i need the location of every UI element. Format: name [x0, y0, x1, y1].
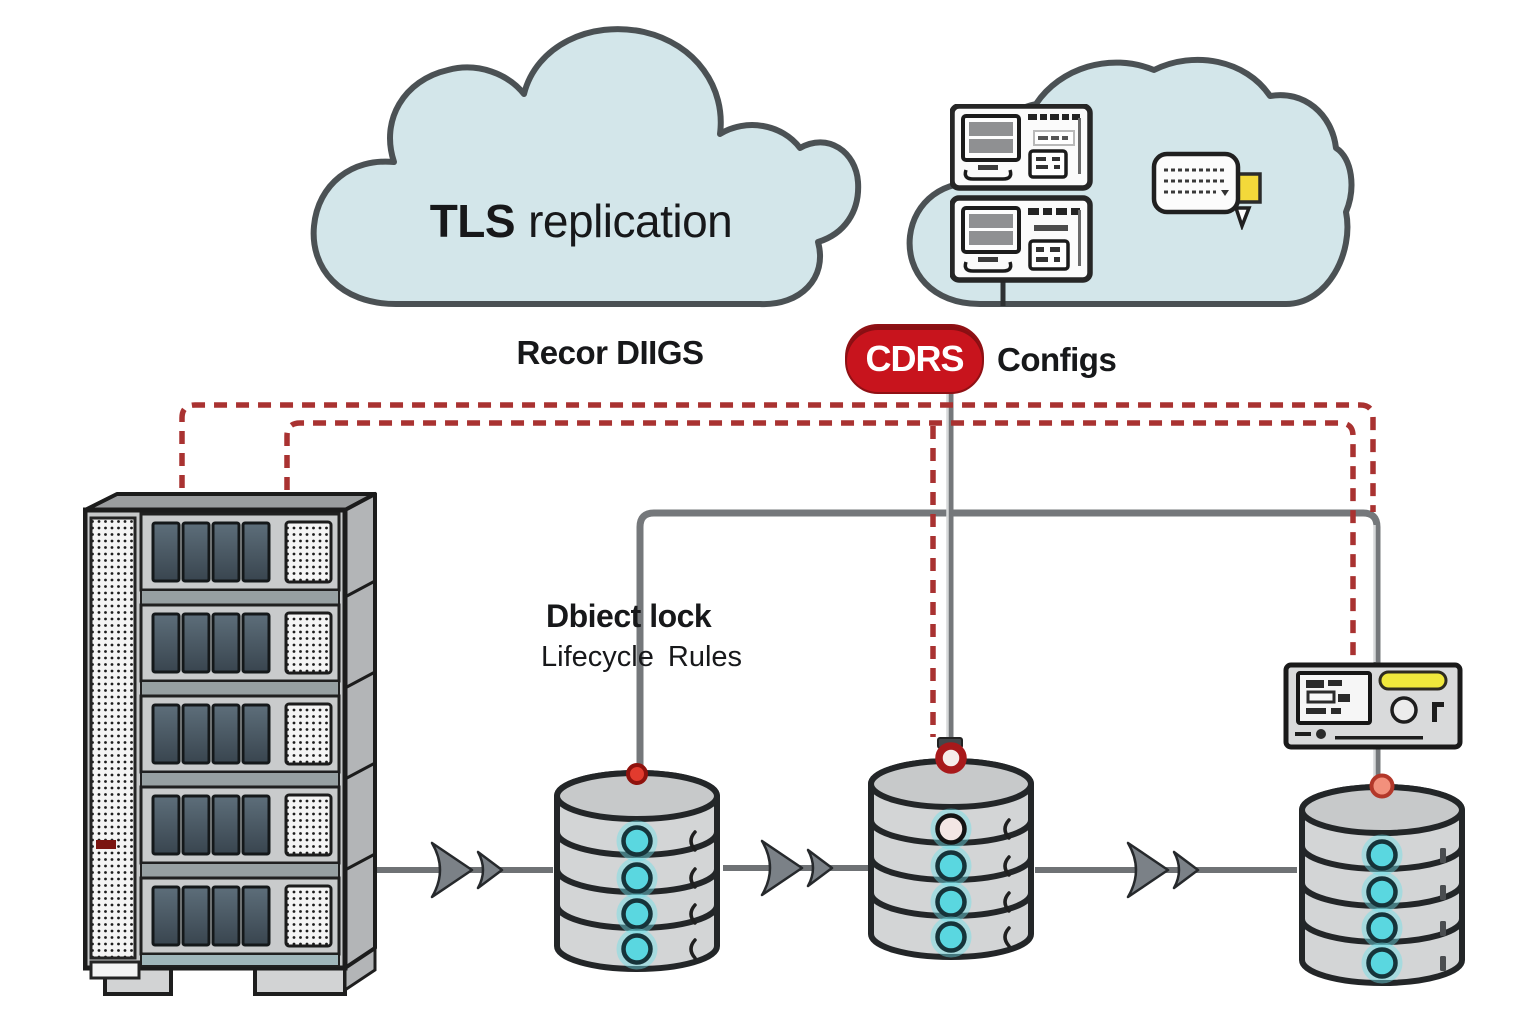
rack-vent-grid	[284, 793, 333, 857]
rack-vent-grid	[284, 702, 333, 766]
rack-vent-grid	[284, 520, 333, 584]
lifecycle-rules-label: Lifecycle Rules	[541, 641, 743, 673]
console-knob-icon	[1390, 696, 1418, 724]
rack-side-face	[343, 492, 377, 970]
records-label: Recor DIIGS	[516, 334, 704, 371]
rack-led-strip	[89, 516, 137, 960]
disk-slot-ticks	[1440, 848, 1446, 971]
message-note-icon	[1151, 151, 1262, 230]
control-panel-icon	[950, 195, 1093, 283]
tls-replication-cloud	[310, 26, 862, 308]
database-db2	[868, 742, 1034, 960]
rack-unit	[139, 694, 341, 788]
server-rack	[83, 492, 377, 996]
console-screen-glyphs	[1306, 680, 1350, 714]
database-db3	[1299, 773, 1465, 986]
rack-unit	[139, 603, 341, 697]
config-panels	[950, 104, 1093, 283]
rack-drive-bays	[151, 794, 271, 856]
rack-unit	[139, 876, 341, 967]
rack-unit	[139, 785, 341, 879]
rack-drive-bays	[151, 521, 271, 583]
rack-drive-bays	[151, 703, 271, 765]
disk-indicator-lights	[1361, 834, 1403, 984]
panel-keypad-icon	[1028, 149, 1068, 179]
disk-indicator-lights	[616, 820, 658, 970]
bookmark-tab-icon	[1236, 172, 1262, 204]
database-db1	[554, 763, 720, 972]
gray-elbow-connector	[636, 509, 1381, 775]
console-led-dot	[1316, 729, 1326, 739]
rack-vent-grid	[284, 611, 333, 675]
arrow-db1-to-db2	[723, 839, 868, 897]
object-lock-label: Dbiect lock	[546, 598, 712, 634]
cloud-shape	[310, 26, 862, 308]
replication-point-dot	[1369, 773, 1395, 799]
arrow-rack-to-db1	[372, 841, 553, 899]
rack-status-led	[96, 840, 116, 849]
management-console	[1283, 662, 1463, 750]
cloud-title-rest: replication	[528, 195, 733, 247]
rack-unit	[139, 512, 341, 606]
console-bracket-mark	[1432, 702, 1444, 722]
rack-drive-bays	[151, 885, 271, 947]
rack-foot	[253, 966, 347, 996]
configs-label: Configs	[997, 341, 1117, 378]
cloud-title-strong: TLS	[429, 195, 516, 247]
rack-drive-bays	[151, 612, 271, 674]
rack-vent-grid	[284, 884, 333, 948]
red-dashed-lower	[284, 420, 1356, 662]
arrow-db2-to-db3	[1035, 841, 1297, 899]
red-dashed-upper	[179, 402, 1376, 512]
replication-point-dot	[626, 763, 648, 785]
status-bar-yellow	[1378, 670, 1448, 691]
replication-ring-dot	[935, 742, 967, 774]
cdrs-badge: CDRS	[845, 324, 984, 394]
panel-switch-row	[1028, 114, 1080, 120]
disk-indicator-lights	[930, 808, 972, 958]
control-panel-icon	[950, 104, 1093, 191]
